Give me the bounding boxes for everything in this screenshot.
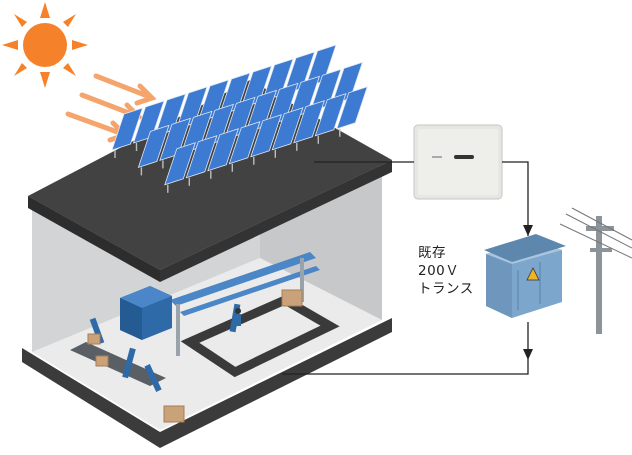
solar-panel — [271, 107, 304, 151]
wiring — [282, 161, 529, 375]
transformer-icon — [484, 234, 566, 318]
solar-panel — [228, 121, 261, 165]
solar-panel — [137, 124, 170, 169]
wiring-arrowheads — [523, 225, 533, 360]
transformer-label-line1: 既存 — [418, 245, 446, 261]
solar-panel-array — [111, 44, 368, 193]
factory-machinery — [70, 252, 340, 423]
transformer-label: 既存 200Ｖ トランス — [418, 244, 474, 298]
solar-panel — [207, 128, 239, 172]
transformer-label-line3: トランス — [418, 281, 474, 297]
solar-panel — [185, 135, 218, 179]
solar-panel — [111, 107, 144, 151]
solar-panel — [336, 86, 368, 130]
power-conditioner-icon — [413, 124, 503, 200]
transformer-label-line2: 200Ｖ — [418, 263, 460, 279]
utility-pole-icon — [559, 207, 632, 334]
solar-panel — [293, 100, 325, 144]
solar-panel — [314, 93, 347, 137]
solar-panel — [250, 114, 282, 158]
solar-panel — [164, 142, 196, 186]
sun-icon — [2, 2, 88, 88]
